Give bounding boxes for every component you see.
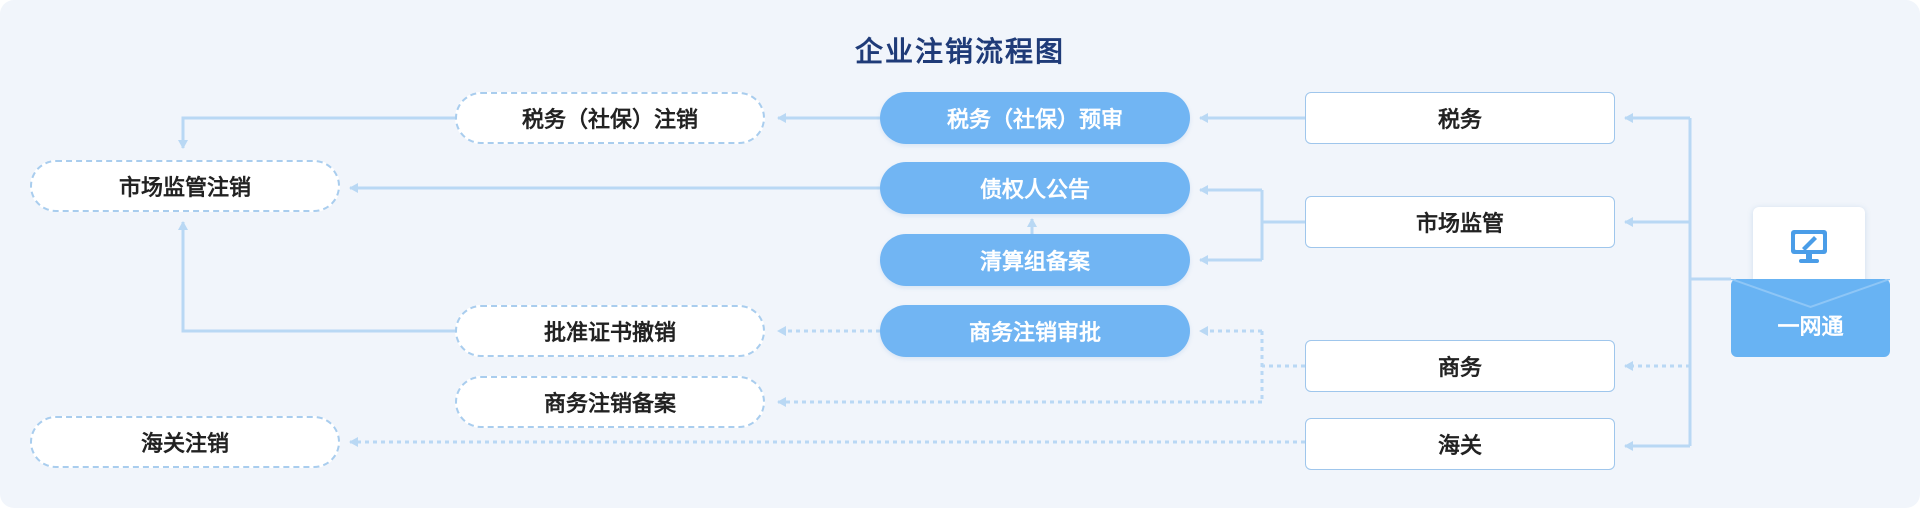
yiwangtong-label: 一网通: [1777, 315, 1844, 340]
page-title: 企业注销流程图: [854, 35, 1065, 68]
node-shangwu-zhuxiao-beian: 商务注销备案: [455, 376, 765, 428]
node-shangwu-zhuxiao-shenpi: 商务注销审批: [880, 305, 1190, 357]
node-qingsuanzu-beian: 清算组备案: [880, 234, 1190, 286]
monitor-pen-icon: [1787, 224, 1831, 272]
node-zhaiquanren-gonggao: 债权人公告: [880, 162, 1190, 214]
node-shuiwu-zhuxiao: 税务（社保）注销: [455, 92, 765, 144]
node-yiwangtong: 一网通: [1731, 207, 1890, 357]
yiwangtong-tab: [1753, 207, 1865, 289]
node-haiguan: 海关: [1305, 418, 1615, 470]
node-haiguan-zhuxiao: 海关注销: [30, 416, 340, 468]
node-shuiwu-yushen: 税务（社保）预审: [880, 92, 1190, 144]
envelope-flap-icon: [1731, 279, 1890, 309]
arrow-pizhun-to-scjg-zhuxiao: [178, 221, 455, 333]
node-shangwu: 商务: [1305, 340, 1615, 392]
node-shuiwu: 税务: [1305, 92, 1615, 144]
node-shichang-jianguan-zhuxiao: 市场监管注销: [30, 160, 340, 212]
node-shichang-jianguan: 市场监管: [1305, 196, 1615, 248]
node-pizhunzheng-chexiao: 批准证书撤销: [455, 305, 765, 357]
yiwangtong-body: 一网通: [1731, 279, 1890, 357]
arrow-shuiwu-zhuxiao-to-scjg-zhuxiao: [178, 116, 455, 149]
